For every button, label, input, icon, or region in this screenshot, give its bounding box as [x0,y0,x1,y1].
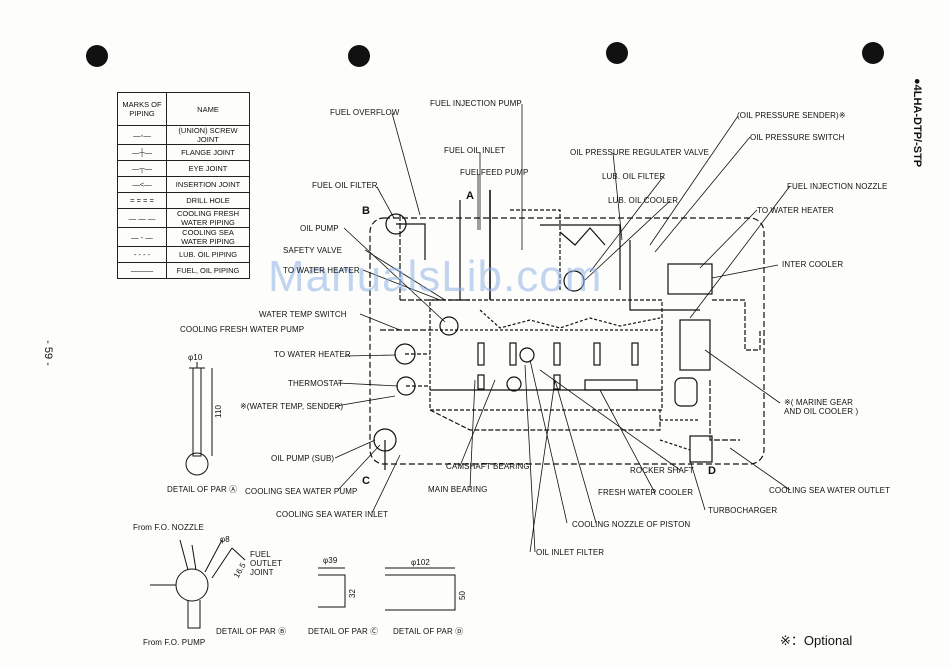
engine-outline [369,217,765,465]
label-safety-valve: SAFETY VALVE [283,246,343,255]
label-thermostat: THERMOSTAT [288,379,343,388]
label-oil-pressure-regulater-valve: OIL PRESSURE REGULATER VALVE [570,148,709,157]
detail-d-length: 50 [458,590,467,600]
label-fuel-overflow: FUEL OVERFLOW [330,108,400,117]
detail-a-title: DETAIL OF PAR Ⓐ [167,485,238,494]
detail-d-drawing [385,567,456,611]
detail-b-title: DETAIL OF PAR Ⓑ [216,627,287,636]
binder-hole [86,45,108,67]
mark-b: B [362,205,370,217]
detail-b-fuel-outlet-joint: FUEL OUTLET JOINT [250,550,283,577]
label-cooling-fresh-water-pump: COOLING FRESH WATER PUMP [180,325,305,334]
label-oil-inlet-filter: OIL INLET FILTER [536,548,605,557]
label-rocker-shaft: ROCKER SHAFT [630,466,694,475]
binder-hole [348,45,370,67]
label-marine-gear-oil-cooler: ※( MARINE GEAR AND OIL COOLER ) [784,398,859,416]
piping-legend: MARKS OF PIPING NAME —◦—(UNION) SCREW JO… [117,92,250,279]
detail-a-length: 110 [214,404,223,418]
label-oil-pressure-sender: (OIL PRESSURE SENDER)※ [737,111,846,120]
binder-hole [606,42,628,64]
label-to-water-heater-left: TO WATER HEATER [283,266,360,275]
detail-a-diameter: φ10 [188,353,203,362]
label-fuel-injection-pump: FUEL INJECTION PUMP [430,99,522,108]
label-oil-pump: OIL PUMP [300,224,339,233]
label-main-bearing: MAIN BEARING [428,485,488,494]
label-fuel-oil-inlet: FUEL OIL INLET [444,146,506,155]
detail-c-length: 32 [348,588,357,598]
mark-d: D [708,465,716,477]
legend-header-marks: MARKS OF PIPING [117,92,167,126]
label-fuel-injection-nozzle: FUEL INJECTION NOZZLE [787,182,888,191]
detail-d-title: DETAIL OF PAR Ⓓ [393,627,464,636]
label-cooling-sea-water-outlet: COOLING SEA WATER OUTLET [769,486,891,495]
label-cooling-sea-water-inlet: COOLING SEA WATER INLET [276,510,389,519]
label-to-water-heater-right: TO WATER HEATER [757,206,834,215]
detail-a-drawing [185,362,213,476]
label-turbocharger: TURBOCHARGER [708,506,778,515]
label-lub-oil-cooler: LUB. OIL COOLER [608,196,679,205]
detail-c-diameter: φ39 [323,556,338,565]
label-oil-pump-sub: OIL PUMP (SUB) [271,454,335,463]
detail-b-diameter: φ8 [220,535,230,544]
turbocharger-box [689,435,713,463]
label-fuelfeed-pump: FUELFEED PUMP [460,168,529,177]
detail-b-from-pump: From F.O. PUMP [143,638,206,647]
binder-hole [862,42,884,64]
detail-b-drawing [150,539,246,629]
label-cooling-sea-water-pump: COOLING SEA WATER PUMP [245,487,358,496]
detail-c-title: DETAIL OF PAR Ⓒ [308,627,379,636]
label-lub-oil-filter: LUB. OIL FILTER [602,172,666,181]
detail-b-from-nozzle: From F.O. NOZZLE [133,523,204,532]
label-cooling-nozzle-of-piston: COOLING NOZZLE OF PISTON [572,520,691,529]
label-water-temp-sender: ※(WATER TEMP, SENDER) [240,402,344,411]
label-fresh-water-cooler: FRESH WATER COOLER [598,488,694,497]
inter-cooler-box [667,263,713,295]
label-water-temp-switch: WATER TEMP SWITCH [259,310,347,319]
detail-d-diameter: φ102 [411,558,430,567]
optional-note: ※：Optional [780,633,853,648]
label-to-water-heater-2: TO WATER HEATER [274,350,351,359]
label-oil-pressure-switch: OIL PRESSURE SWITCH [750,133,845,142]
legend-row: FUEL, OIL PIPING [166,262,250,279]
mark-a: A [466,190,474,202]
detail-c-drawing [318,567,346,608]
label-fuel-oil-filter: FUEL OIL FILTER [312,181,378,190]
label-inter-cooler: INTER COOLER [782,260,844,269]
mark-c: C [362,475,370,487]
watermark: ManualsLib.com [268,252,603,301]
label-camshaft-bearing: CAMSHAFT BEARING [446,462,530,471]
